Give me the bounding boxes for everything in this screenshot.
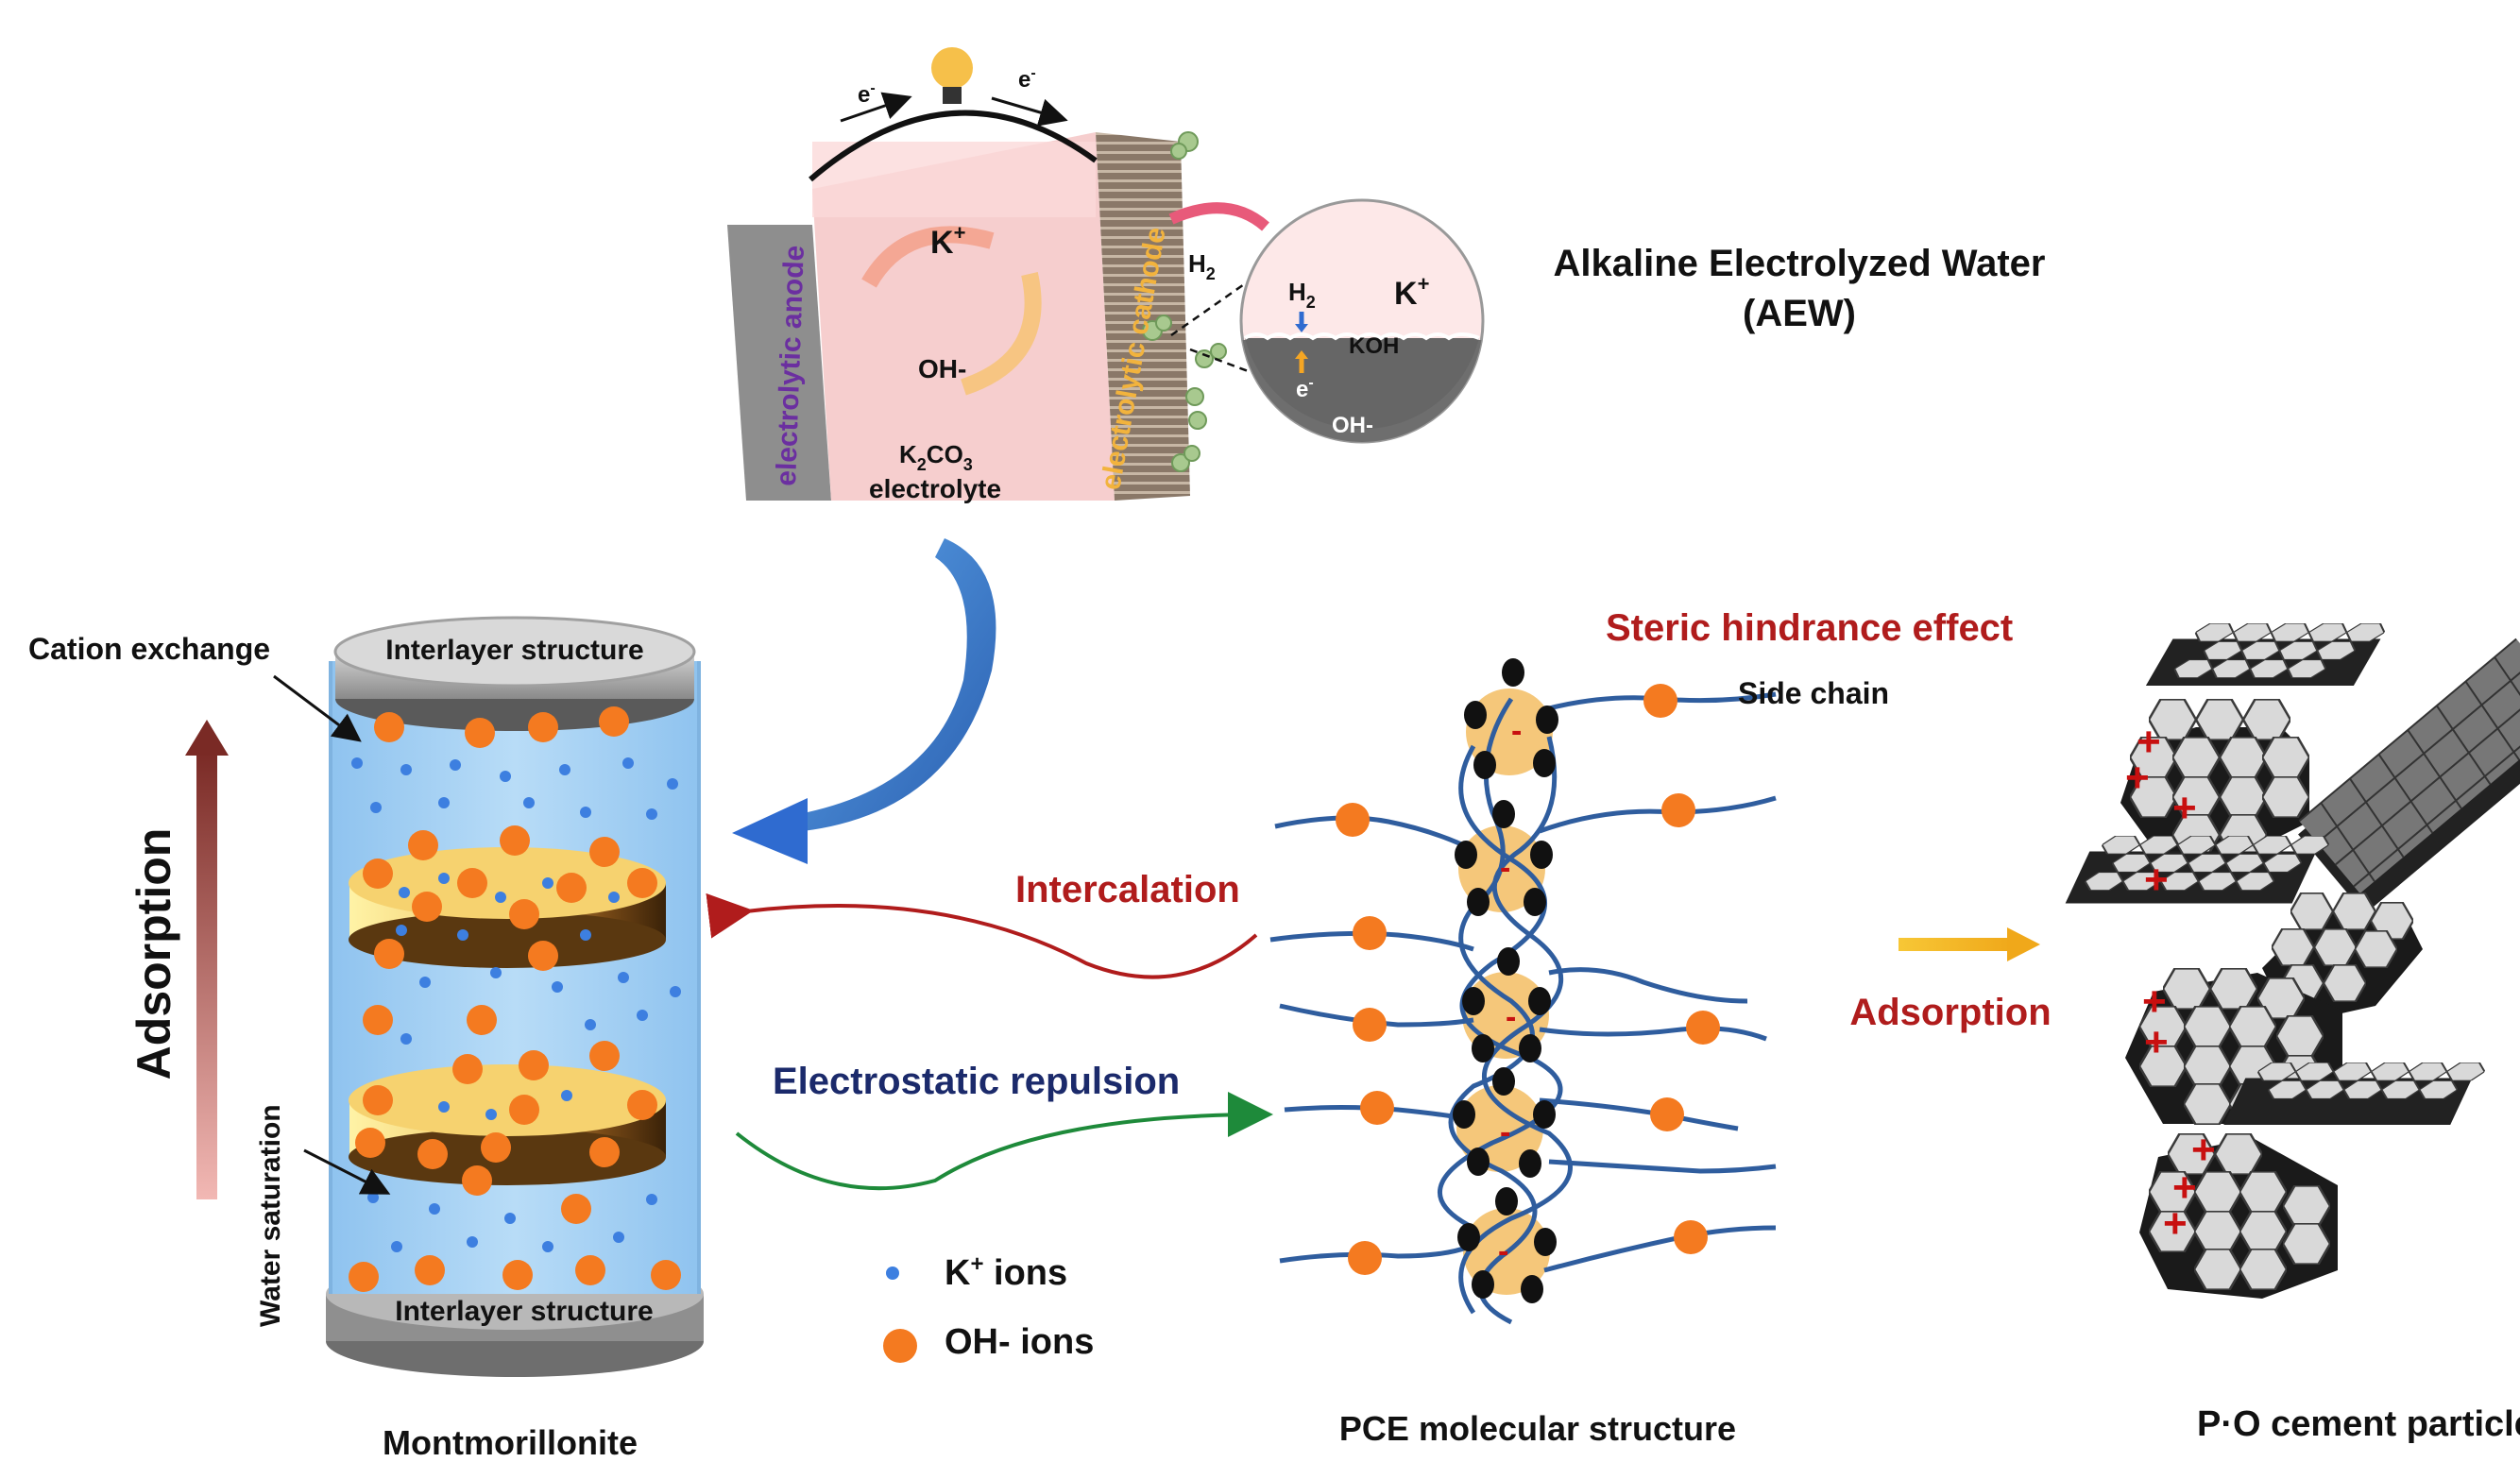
cement-cluster-top xyxy=(2145,623,2390,687)
pce-charges: - - - - - xyxy=(1498,713,1522,1269)
adsorption-horizontal-arrow xyxy=(1899,927,2040,961)
intercalation-arrow xyxy=(706,892,1258,979)
cement-charge-9: + xyxy=(2163,1200,2188,1247)
cement-charge-2: + xyxy=(2125,755,2150,801)
water-saturation-label: Water saturation xyxy=(255,1104,286,1327)
cement-charge-7: + xyxy=(2191,1127,2216,1173)
pce-charge-5: - xyxy=(1498,1233,1508,1269)
cement-charge-1: + xyxy=(2137,719,2161,765)
water-column xyxy=(331,661,699,1294)
pce-charge-3: - xyxy=(1506,999,1516,1035)
cement-charge-6: + xyxy=(2144,1019,2169,1065)
steric-hindrance-label: Steric hindrance effect xyxy=(1606,607,2013,649)
cation-exchange-label: Cation exchange xyxy=(28,632,270,666)
cement-cluster-bottom xyxy=(2139,1133,2338,1299)
legend-oh-swatch xyxy=(883,1329,917,1363)
interlayer-top-label: Interlayer structure xyxy=(385,635,643,666)
cement-charge-3: + xyxy=(2172,785,2197,831)
electrostatic-label: Electrostatic repulsion xyxy=(773,1061,1180,1102)
zoom-h2-label: H2 xyxy=(1288,278,1316,312)
adsorption-vertical-label: Adsorption xyxy=(128,828,180,1080)
legend-oh-label: OH- ions xyxy=(945,1322,1094,1362)
electron-arrow-left xyxy=(840,92,912,123)
adsorption-horizontal-label: Adsorption xyxy=(1849,992,2051,1033)
zoom-e-label: e- xyxy=(1296,375,1314,402)
electrolyte-top xyxy=(812,142,1096,217)
cement-charge-8: + xyxy=(2172,1164,2197,1211)
cathode-zoom-circle xyxy=(1239,198,1485,444)
aew-title-line2: (AEW) xyxy=(1743,293,1856,334)
electrolyte-word: electrolyte xyxy=(869,474,1001,503)
k-ions-cylinder xyxy=(351,757,681,1252)
electrostatic-arrow xyxy=(735,1092,1273,1191)
water-saturation-pointer xyxy=(303,1148,391,1195)
aew-electrolyzer xyxy=(727,47,1485,501)
pce-caption: PCE molecular structure xyxy=(1339,1409,1736,1448)
h2-label: H2 xyxy=(1188,249,1216,283)
pce-charge-2: - xyxy=(1500,850,1510,886)
pce-structure xyxy=(1269,658,1777,1325)
electron-arrow-right xyxy=(991,96,1068,127)
electron-label-left: e- xyxy=(858,80,876,108)
cation-exchange-pointer xyxy=(273,674,362,742)
cement-charge-5: + xyxy=(2142,978,2167,1025)
side-chain-label: Side chain xyxy=(1738,676,1889,710)
electrolyte-body xyxy=(812,132,1115,501)
legend: K+ ions OH- ions xyxy=(883,1251,1094,1363)
cement-particles xyxy=(2065,623,2520,1299)
circulation-arrow-upper xyxy=(861,226,995,288)
pce-charge-4: - xyxy=(1500,1114,1510,1150)
electron-label-right: e- xyxy=(1018,65,1036,93)
cement-cluster-upper-left xyxy=(2120,699,2309,856)
aew-title-line1: Alkaline Electrolyzed Water xyxy=(1554,243,2046,284)
cement-caption: P·O cement particles xyxy=(2197,1404,2520,1444)
electrolyte-formula: K2CO3 xyxy=(899,440,973,474)
zoom-oh-label: OH- xyxy=(1332,413,1373,438)
anode-plate xyxy=(727,225,831,501)
cement-cluster-middle xyxy=(2065,836,2333,904)
light-bulb-icon xyxy=(931,47,973,104)
cement-cluster-dark-strip xyxy=(2298,638,2520,914)
cement-charge-4: + xyxy=(2144,857,2169,903)
circulation-arrow-lower xyxy=(961,272,1042,396)
oh-ion-label: OH- xyxy=(918,354,966,383)
legend-k-swatch xyxy=(886,1266,899,1280)
interlayer-bottom-label: Interlayer structure xyxy=(395,1296,653,1327)
cement-charges: + + + + + + + + + xyxy=(2125,719,2216,1247)
circuit-arc xyxy=(809,110,1098,182)
cement-cluster-right-small xyxy=(2223,1062,2489,1126)
zoom-k-label: K+ xyxy=(1394,272,1429,312)
cathode-plate xyxy=(1096,132,1190,501)
h2-bubbles xyxy=(1142,131,1227,472)
zoom-koh-label: KOH xyxy=(1349,333,1399,359)
oh-ions-cylinder xyxy=(349,706,681,1292)
zoom-pointer-arrow xyxy=(1168,202,1269,231)
montmorillonite-caption: Montmorillonite xyxy=(383,1423,638,1462)
adsorption-vertical-arrow xyxy=(185,720,229,1199)
intercalation-label: Intercalation xyxy=(1015,869,1240,910)
pce-charge-1: - xyxy=(1511,713,1522,749)
k-ion-label: K+ xyxy=(930,221,965,261)
aew-to-clay-arrow xyxy=(732,538,996,864)
legend-k-label: K+ ions xyxy=(945,1251,1067,1293)
